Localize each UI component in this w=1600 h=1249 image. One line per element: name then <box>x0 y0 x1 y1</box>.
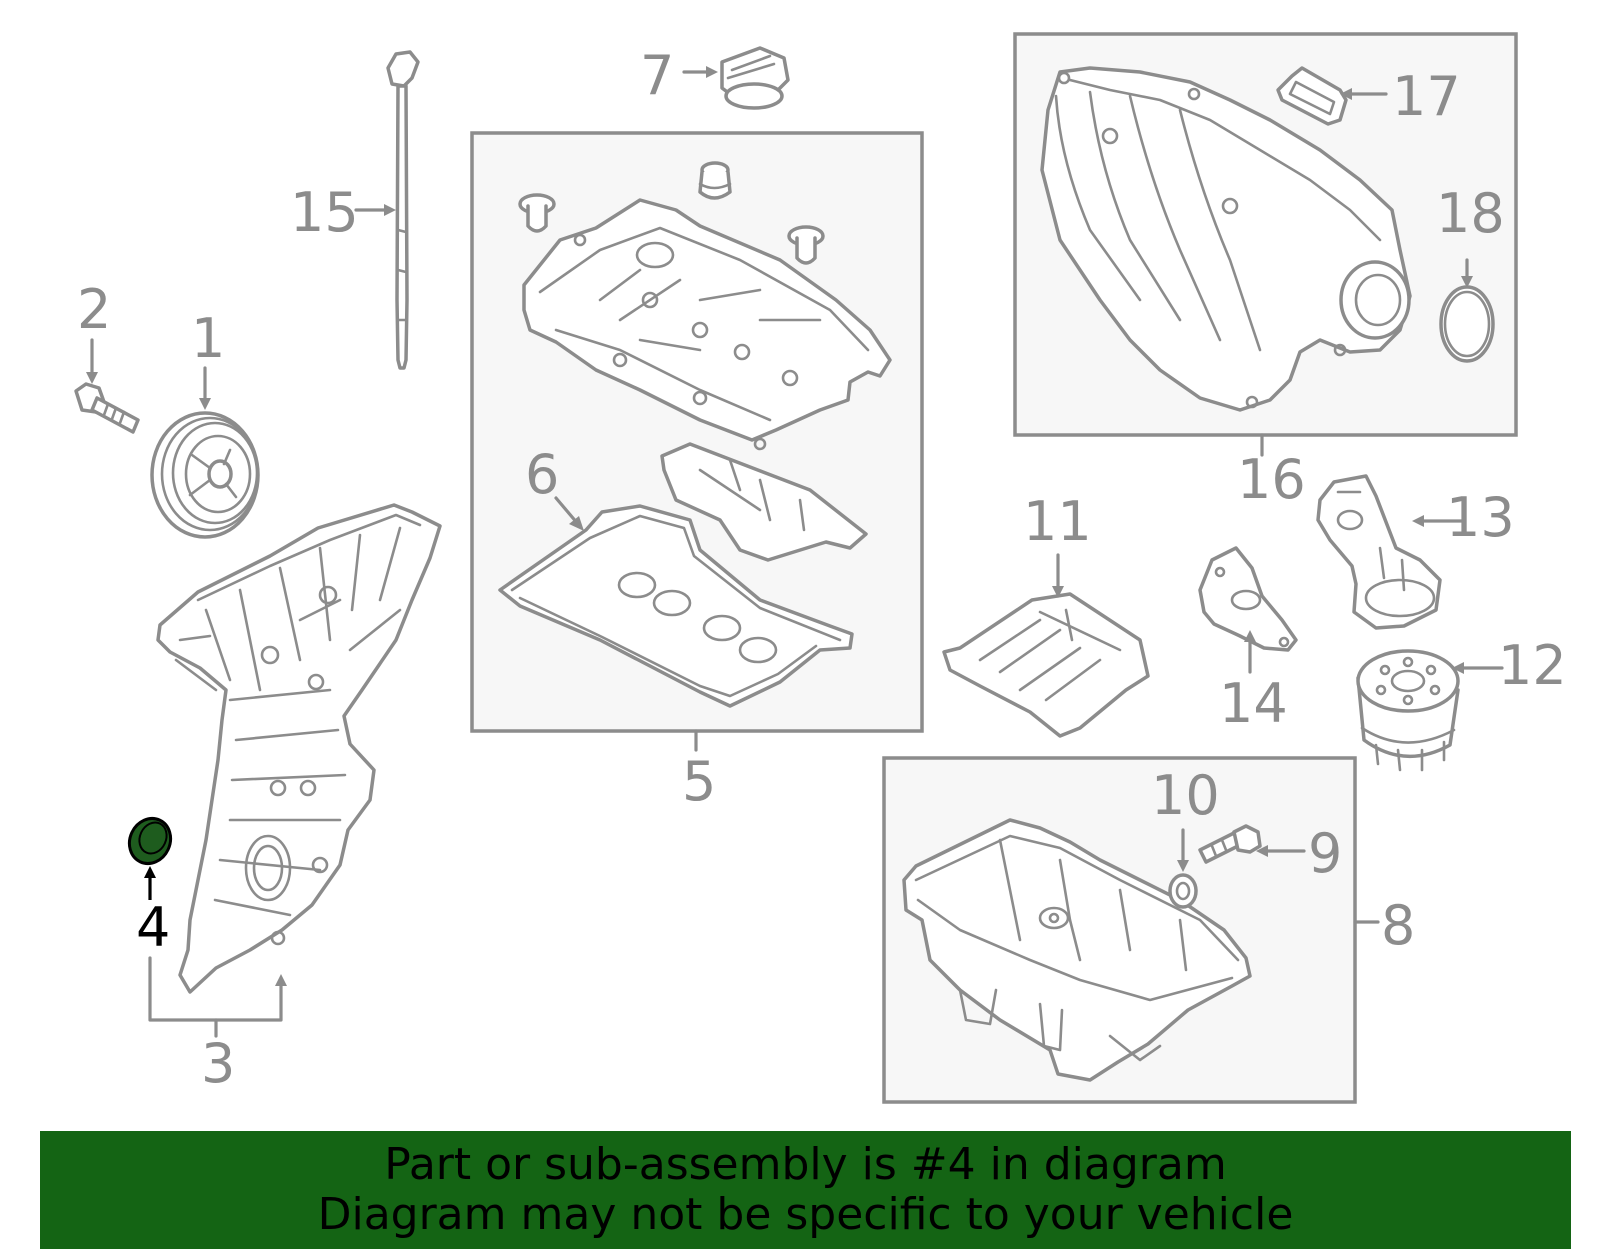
oil-drain-plug[interactable] <box>1198 824 1262 864</box>
callout-4: 4 <box>136 896 170 959</box>
leader-lines <box>86 66 1504 1038</box>
info-banner: Part or sub-assembly is #4 in diagram Di… <box>40 1131 1571 1249</box>
callout-11: 11 <box>1023 490 1092 553</box>
callout-13: 13 <box>1446 486 1515 549</box>
drain-plug-washer[interactable] <box>1168 873 1198 909</box>
crankshaft-front-seal[interactable] <box>122 812 178 871</box>
callout-2: 2 <box>77 278 111 341</box>
callout-1: 1 <box>191 307 225 370</box>
oil-filler-cap[interactable] <box>720 46 790 110</box>
callout-7: 7 <box>640 44 674 107</box>
callout-15: 15 <box>290 181 359 244</box>
callout-3: 3 <box>201 1032 235 1095</box>
crankshaft-pulley[interactable] <box>150 411 260 539</box>
valve-cover-grommet-center[interactable] <box>698 161 732 200</box>
valve-cover-grommet-left[interactable] <box>518 193 556 233</box>
valve-cover-grommet-right[interactable] <box>787 225 825 265</box>
callout-12: 12 <box>1498 634 1567 697</box>
callout-6: 6 <box>525 443 559 506</box>
oil-pan[interactable] <box>902 818 1252 1082</box>
crank-pulley-bolt[interactable] <box>74 382 140 434</box>
callout-8: 8 <box>1381 894 1415 957</box>
oil-filter-housing-gasket[interactable] <box>1198 546 1298 652</box>
oil-filter-housing[interactable] <box>1316 474 1442 630</box>
banner-line-1: Part or sub-assembly is #4 in diagram <box>384 1139 1227 1190</box>
callout-17: 17 <box>1392 65 1461 128</box>
oil-dipstick[interactable] <box>386 50 420 370</box>
callout-10: 10 <box>1151 764 1220 827</box>
callout-18: 18 <box>1436 182 1505 245</box>
callout-14: 14 <box>1219 672 1288 735</box>
oil-pan-baffle[interactable] <box>942 592 1150 738</box>
callout-16: 16 <box>1237 448 1306 511</box>
oil-filter[interactable] <box>1356 649 1460 772</box>
intake-manifold[interactable] <box>1040 66 1412 412</box>
callout-9: 9 <box>1308 822 1342 885</box>
valve-cover-gasket[interactable] <box>498 504 854 708</box>
manifold-gasket[interactable] <box>1276 66 1348 126</box>
throttle-body-o-ring[interactable] <box>1439 285 1495 363</box>
valve-cover[interactable] <box>522 198 892 451</box>
valve-cover-baffle[interactable] <box>660 442 868 562</box>
banner-line-2: Diagram may not be specific to your vehi… <box>317 1189 1294 1240</box>
timing-chain-cover[interactable] <box>156 503 442 994</box>
callout-5: 5 <box>682 750 716 813</box>
